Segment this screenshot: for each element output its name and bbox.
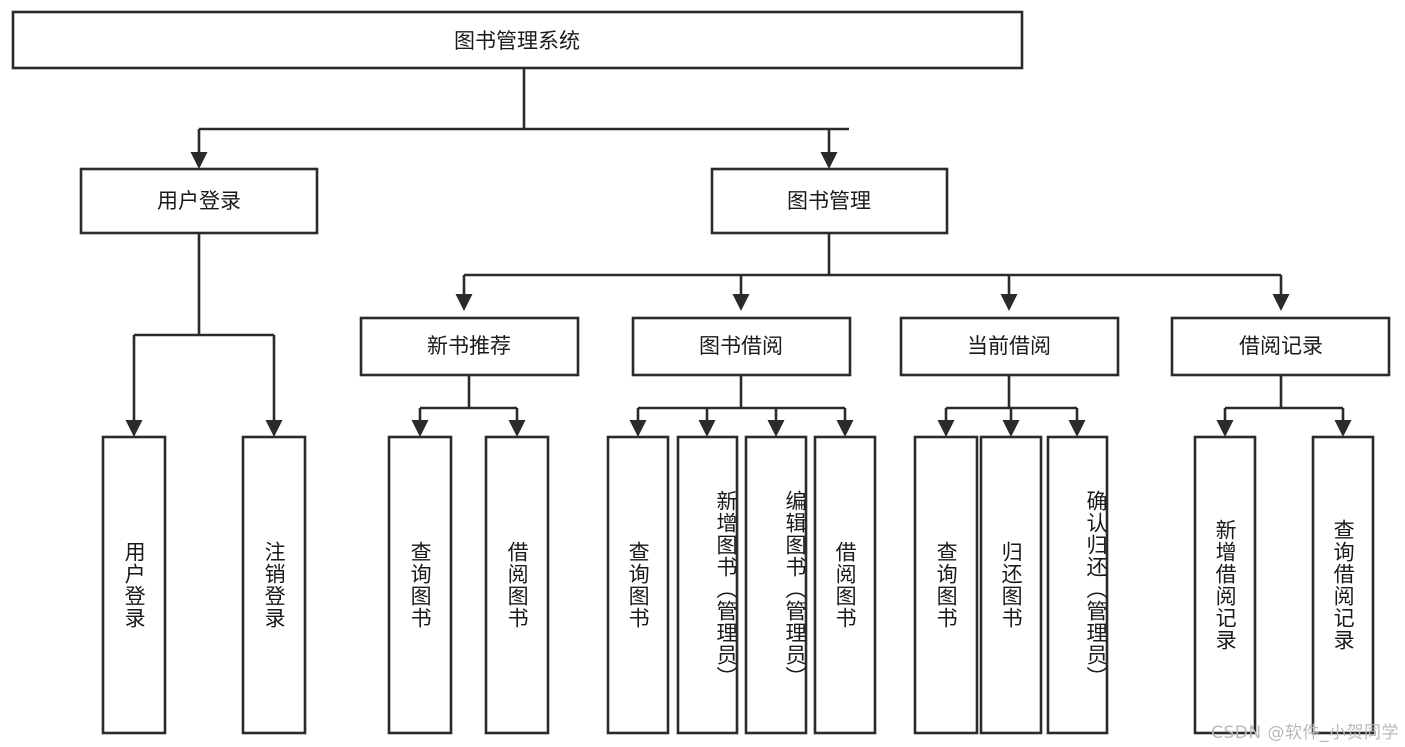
arrow-to-leaf-edit-book <box>767 420 785 437</box>
arrow-to-leaf-query-book-1 <box>411 420 429 437</box>
node-book-manage[interactable] <box>710 167 949 235</box>
arrow-to-book-borrow <box>732 294 750 311</box>
connector-root-to-level2 <box>190 68 849 169</box>
node-new-book-rec-label: 新书推荐 <box>427 334 511 358</box>
node-leaf-borrow-book-1[interactable] <box>484 435 550 735</box>
arrow-to-leaf-query-book-3 <box>937 420 955 437</box>
arrow-to-leaf-confirm-return <box>1068 420 1086 437</box>
node-borrow-record[interactable] <box>1170 316 1391 377</box>
node-root[interactable] <box>11 10 1024 70</box>
arrow-to-leaf-borrow-book-2 <box>836 420 854 437</box>
node-leaf-return-book[interactable] <box>979 435 1043 735</box>
connector-book-borrow-to-leaves <box>629 375 854 437</box>
arrow-to-leaf-add-record <box>1216 420 1234 437</box>
arrow-to-new-book-rec <box>455 294 473 311</box>
node-book-manage-label: 图书管理 <box>787 189 871 213</box>
node-new-book-rec[interactable] <box>359 316 580 377</box>
node-leaf-query-book-3[interactable] <box>913 435 979 735</box>
arrow-to-current-borrow <box>1000 294 1018 311</box>
connector-borrow-record-to-leaves <box>1216 375 1352 437</box>
node-leaf-confirm-return[interactable] <box>1046 435 1109 735</box>
arrow-to-leaf-add-book <box>698 420 716 437</box>
arrow-to-borrow-record <box>1272 294 1290 311</box>
node-leaf-borrow-book-2[interactable] <box>813 435 877 735</box>
node-leaf-edit-book[interactable] <box>744 435 808 735</box>
node-borrow-record-label: 借阅记录 <box>1239 334 1323 358</box>
node-user-login[interactable] <box>79 167 319 235</box>
node-leaf-add-book[interactable] <box>676 435 739 735</box>
arrow-to-leaf-user-login <box>125 420 143 437</box>
node-book-borrow-label: 图书借阅 <box>699 334 783 358</box>
watermark-text: CSDN @软件_小贺同学 <box>1211 723 1399 743</box>
node-leaf-query-book-2[interactable] <box>606 435 670 735</box>
node-leaf-add-record[interactable] <box>1193 435 1257 735</box>
arrow-to-user-login <box>190 152 208 169</box>
connector-new-book-rec-to-leaves <box>411 375 526 437</box>
node-leaf-query-record[interactable] <box>1311 435 1375 735</box>
arrow-to-leaf-query-record <box>1334 420 1352 437</box>
connector-user-login-to-leaves <box>125 233 283 437</box>
node-user-login-label: 用户登录 <box>157 189 241 213</box>
arrow-to-leaf-query-book-2 <box>629 420 647 437</box>
node-book-borrow[interactable] <box>631 316 852 377</box>
arrow-to-leaf-logout-login <box>265 420 283 437</box>
node-root-label: 图书管理系统 <box>454 29 580 53</box>
connector-current-borrow-to-leaves <box>937 375 1086 437</box>
node-leaf-logout-login[interactable] <box>241 435 307 735</box>
node-leaf-query-book-1[interactable] <box>387 435 453 735</box>
connector-book-manage-to-level3 <box>455 233 1290 311</box>
arrow-to-leaf-borrow-book-1 <box>508 420 526 437</box>
arrow-to-leaf-return-book <box>1002 420 1020 437</box>
arrow-to-book-manage <box>820 152 838 169</box>
node-current-borrow-label: 当前借阅 <box>967 334 1051 358</box>
node-leaf-user-login[interactable] <box>101 435 167 735</box>
node-current-borrow[interactable] <box>899 316 1120 377</box>
